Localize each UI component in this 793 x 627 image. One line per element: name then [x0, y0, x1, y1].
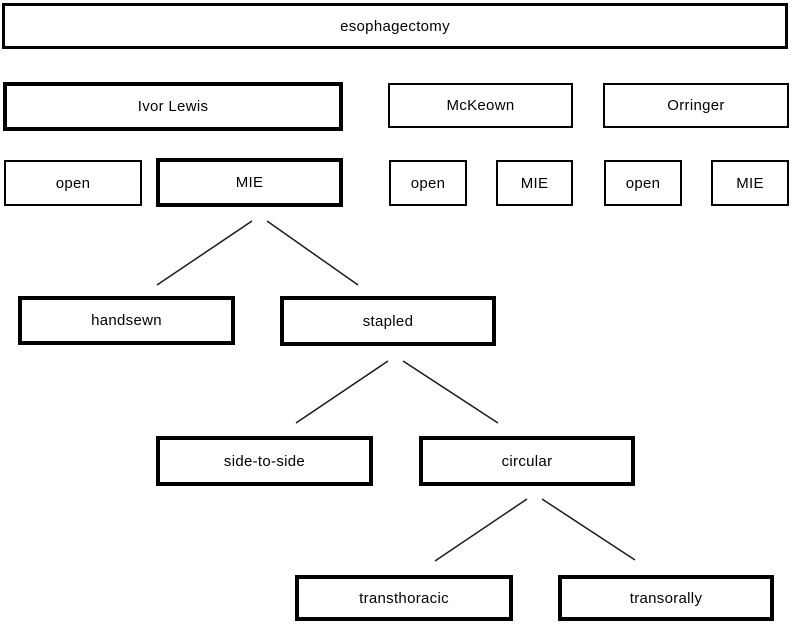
connector-circular-to-transorally	[541, 498, 636, 561]
node-orringer-mie: MIE	[711, 160, 789, 206]
node-ivor-lewis: Ivor Lewis	[3, 82, 343, 131]
node-transthoracic: transthoracic	[295, 575, 513, 621]
node-mckeown-open: open	[389, 160, 467, 206]
connector-mie-to-handsewn	[156, 220, 253, 286]
node-esophagectomy: esophagectomy	[2, 3, 788, 49]
node-ivor-lewis-open: open	[4, 160, 142, 206]
node-handsewn: handsewn	[18, 296, 235, 345]
node-transorally: transorally	[558, 575, 774, 621]
node-orringer: Orringer	[603, 83, 789, 128]
connector-circular-to-transthoracic	[434, 498, 528, 562]
node-circular: circular	[419, 436, 635, 486]
node-ivor-lewis-mie: MIE	[156, 158, 343, 207]
connector-stapled-to-side-to-side	[295, 360, 389, 424]
node-orringer-open: open	[604, 160, 682, 206]
connector-stapled-to-circular	[402, 360, 499, 424]
node-side-to-side: side-to-side	[156, 436, 373, 486]
node-stapled: stapled	[280, 296, 496, 346]
node-mckeown-mie: MIE	[496, 160, 573, 206]
connector-mie-to-stapled	[266, 220, 359, 286]
node-mckeown: McKeown	[388, 83, 573, 128]
